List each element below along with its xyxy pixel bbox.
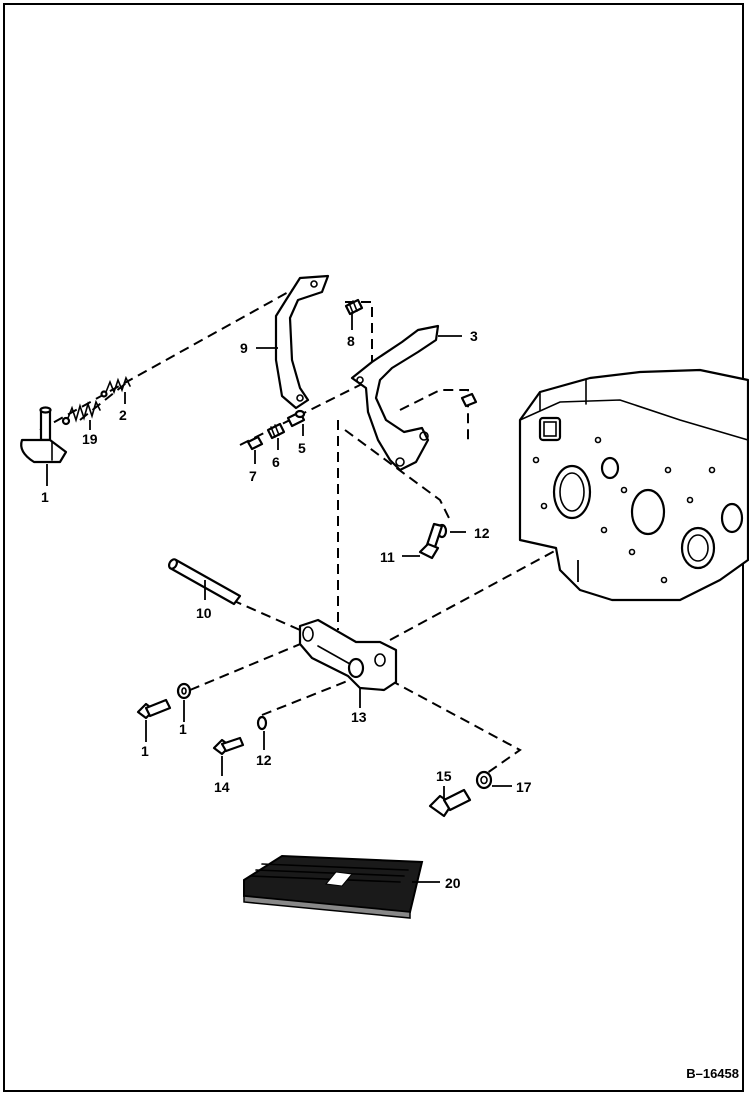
part-3-bracket bbox=[350, 324, 440, 472]
callout-12-lower: 12 bbox=[256, 752, 272, 768]
callout-14-left: 1 bbox=[141, 743, 149, 759]
callout-15: 15 bbox=[436, 768, 452, 784]
callout-8: 8 bbox=[347, 333, 355, 349]
part-7-screw bbox=[246, 435, 264, 451]
part-16-washer bbox=[176, 682, 192, 700]
part-19-spring bbox=[61, 399, 101, 426]
part-12-lock-washer-lower bbox=[256, 715, 268, 731]
part-2-spring bbox=[100, 375, 131, 398]
callouts: 1 19 2 9 8 3 5 6 7 12 11 10 13 1 1 14 12… bbox=[41, 328, 532, 891]
part-11-bolt bbox=[418, 522, 444, 560]
callout-17: 17 bbox=[516, 779, 532, 795]
plug bbox=[460, 392, 478, 408]
leader-lines bbox=[46, 314, 512, 883]
callout-14-center: 14 bbox=[214, 779, 230, 795]
engine-housing bbox=[518, 368, 749, 602]
part-1-lever-shaft bbox=[20, 406, 68, 464]
callout-16: 1 bbox=[179, 721, 187, 737]
callout-3: 3 bbox=[470, 328, 478, 344]
part-13-lever-bracket bbox=[298, 618, 398, 692]
part-10-rod bbox=[167, 558, 242, 606]
callout-7: 7 bbox=[249, 468, 257, 484]
callout-12-upper: 12 bbox=[474, 525, 490, 541]
callout-19: 19 bbox=[82, 431, 98, 447]
part-5-pin bbox=[286, 409, 306, 428]
callout-6: 6 bbox=[272, 454, 280, 470]
callout-5: 5 bbox=[298, 440, 306, 456]
callout-10: 10 bbox=[196, 605, 212, 621]
part-14-bolt-left bbox=[136, 698, 172, 720]
part-20-decal bbox=[243, 854, 424, 919]
callout-9: 9 bbox=[240, 340, 248, 356]
part-8-set-screw bbox=[344, 298, 364, 316]
callout-13: 13 bbox=[351, 709, 367, 725]
callout-20: 20 bbox=[445, 875, 461, 891]
part-6-screw bbox=[266, 422, 286, 440]
part-14-bolt-center bbox=[212, 736, 245, 756]
callout-2: 2 bbox=[119, 407, 127, 423]
figure-reference: B–16458 bbox=[686, 1066, 739, 1081]
part-17-washer bbox=[475, 770, 493, 790]
part-9-lever-arm bbox=[274, 274, 330, 410]
callout-1: 1 bbox=[41, 489, 49, 505]
part-15-bolt bbox=[428, 788, 472, 818]
callout-11: 11 bbox=[380, 549, 395, 565]
